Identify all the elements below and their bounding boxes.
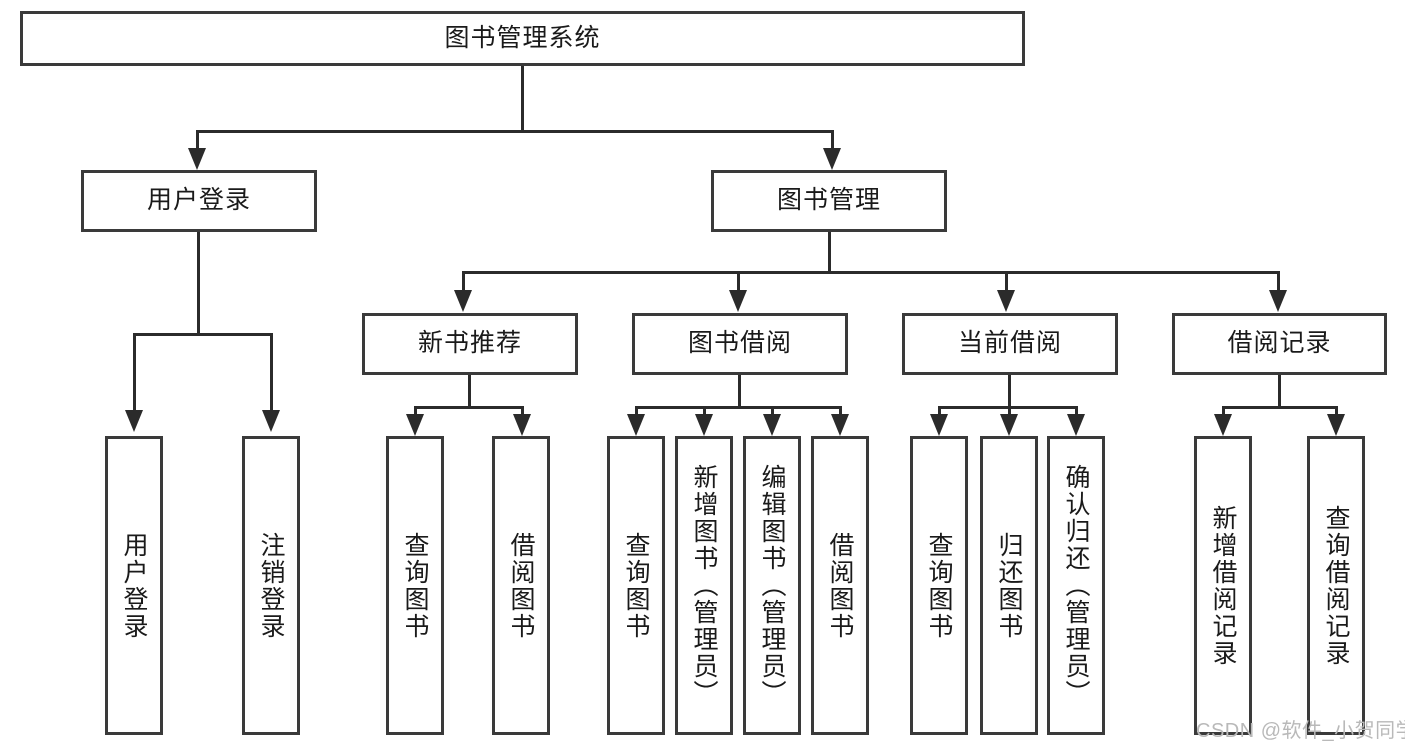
node-label: 注销登录 bbox=[257, 531, 285, 640]
arrow-to-current-borrow bbox=[997, 290, 1015, 312]
node-book-borrow[interactable]: 图书借阅 bbox=[632, 313, 848, 375]
connector-userlogin-stem bbox=[197, 232, 200, 333]
node-label: 当前借阅 bbox=[957, 329, 1062, 358]
connector-bookborrow-drop-4 bbox=[839, 406, 842, 418]
connector-root-drop-right bbox=[831, 130, 834, 152]
node-label: 查询图书 bbox=[622, 531, 650, 640]
connector-userlogin-drop-1 bbox=[133, 333, 136, 413]
arrow-currentborrow-leaf-1 bbox=[930, 414, 948, 436]
connector-bookmgmt-drop-2 bbox=[737, 271, 740, 293]
arrow-to-new-book-recommend bbox=[454, 290, 472, 312]
connector-bookmgmt-drop-1 bbox=[462, 271, 465, 293]
connector-bookborrow-drop-3 bbox=[771, 406, 774, 418]
node-root-library-system[interactable]: 图书管理系统 bbox=[20, 11, 1025, 66]
arrow-to-user-login-leaf bbox=[125, 410, 143, 432]
node-label: 确认归还（管理员） bbox=[1062, 464, 1090, 707]
node-label: 查询图书 bbox=[925, 531, 953, 640]
leaf-current-query-book[interactable]: 查询图书 bbox=[910, 436, 968, 735]
connector-userlogin-drop-2 bbox=[270, 333, 273, 413]
connector-root-stem bbox=[521, 66, 524, 132]
connector-borrowrecords-drop-1 bbox=[1222, 406, 1225, 418]
node-label: 新增图书（管理员） bbox=[690, 464, 718, 707]
connector-currentborrow-stem bbox=[1008, 375, 1011, 408]
connector-borrowrecords-drop-2 bbox=[1335, 406, 1338, 418]
connector-root-bus bbox=[196, 130, 834, 133]
connector-currentborrow-drop-3 bbox=[1075, 406, 1078, 418]
arrow-bookborrow-leaf-3 bbox=[763, 414, 781, 436]
connector-bookmgmt-drop-4 bbox=[1277, 271, 1280, 293]
leaf-current-return-book[interactable]: 归还图书 bbox=[980, 436, 1038, 735]
leaf-records-add-record[interactable]: 新增借阅记录 bbox=[1194, 436, 1252, 735]
connector-newbook-stem bbox=[468, 375, 471, 408]
connector-bookmgmt-bus bbox=[462, 271, 1280, 274]
connector-bookmgmt-stem bbox=[828, 232, 831, 273]
node-label: 借阅图书 bbox=[826, 531, 854, 640]
connector-newbook-drop-1 bbox=[414, 406, 417, 418]
node-label: 图书管理 bbox=[776, 186, 881, 215]
connector-currentborrow-drop-2 bbox=[1008, 406, 1011, 418]
node-new-book-recommend[interactable]: 新书推荐 bbox=[362, 313, 578, 375]
node-book-management[interactable]: 图书管理 bbox=[711, 170, 947, 232]
leaf-newbook-query-book[interactable]: 查询图书 bbox=[386, 436, 444, 735]
node-label: 编辑图书（管理员） bbox=[758, 464, 786, 707]
connector-root-drop-left bbox=[196, 130, 199, 152]
connector-bookmgmt-drop-3 bbox=[1005, 271, 1008, 293]
arrow-currentborrow-leaf-3 bbox=[1067, 414, 1085, 436]
node-borrow-records[interactable]: 借阅记录 bbox=[1172, 313, 1387, 375]
leaf-newbook-borrow-book[interactable]: 借阅图书 bbox=[492, 436, 550, 735]
arrow-currentborrow-leaf-2 bbox=[1000, 414, 1018, 436]
node-label: 查询图书 bbox=[401, 531, 429, 640]
connector-bookborrow-drop-2 bbox=[703, 406, 706, 418]
leaf-borrow-query-book[interactable]: 查询图书 bbox=[607, 436, 665, 735]
node-label: 图书借阅 bbox=[687, 329, 792, 358]
node-current-borrow[interactable]: 当前借阅 bbox=[902, 313, 1118, 375]
arrow-to-logout-leaf bbox=[262, 410, 280, 432]
arrow-to-book-management bbox=[823, 148, 841, 170]
connector-borrowrecords-stem bbox=[1278, 375, 1281, 408]
arrow-to-user-login bbox=[188, 148, 206, 170]
arrow-bookborrow-leaf-1 bbox=[627, 414, 645, 436]
connector-borrowrecords-bus bbox=[1222, 406, 1338, 409]
arrow-newbook-leaf-2 bbox=[513, 414, 531, 436]
arrow-borrowrecords-leaf-2 bbox=[1327, 414, 1345, 436]
connector-bookborrow-bus bbox=[635, 406, 841, 409]
node-label: 借阅记录 bbox=[1227, 329, 1332, 358]
leaf-borrow-edit-book-admin[interactable]: 编辑图书（管理员） bbox=[743, 436, 801, 735]
node-label: 用户登录 bbox=[146, 186, 251, 215]
arrow-bookborrow-leaf-4 bbox=[831, 414, 849, 436]
leaf-current-confirm-return-admin[interactable]: 确认归还（管理员） bbox=[1047, 436, 1105, 735]
arrow-borrowrecords-leaf-1 bbox=[1214, 414, 1232, 436]
arrow-newbook-leaf-1 bbox=[406, 414, 424, 436]
connector-bookborrow-drop-1 bbox=[635, 406, 638, 418]
leaf-user-login[interactable]: 用户登录 bbox=[105, 436, 163, 735]
node-label: 新书推荐 bbox=[417, 329, 522, 358]
node-label: 用户登录 bbox=[120, 531, 148, 640]
node-label: 查询借阅记录 bbox=[1322, 504, 1350, 667]
node-label: 归还图书 bbox=[995, 531, 1023, 640]
leaf-borrow-add-book-admin[interactable]: 新增图书（管理员） bbox=[675, 436, 733, 735]
leaf-borrow-borrow-book[interactable]: 借阅图书 bbox=[811, 436, 869, 735]
connector-bookborrow-stem bbox=[738, 375, 741, 408]
csdn-watermark: CSDN @软件_小贺同学 bbox=[1196, 720, 1405, 742]
connector-userlogin-bus bbox=[133, 333, 273, 336]
leaf-logout[interactable]: 注销登录 bbox=[242, 436, 300, 735]
arrow-to-book-borrow bbox=[729, 290, 747, 312]
node-label: 新增借阅记录 bbox=[1209, 504, 1237, 667]
node-label: 图书管理系统 bbox=[444, 23, 601, 52]
connector-newbook-bus bbox=[414, 406, 524, 409]
leaf-records-query-record[interactable]: 查询借阅记录 bbox=[1307, 436, 1365, 735]
node-label: 借阅图书 bbox=[507, 531, 535, 640]
connector-newbook-drop-2 bbox=[521, 406, 524, 418]
arrow-bookborrow-leaf-2 bbox=[695, 414, 713, 436]
node-user-login[interactable]: 用户登录 bbox=[81, 170, 317, 232]
connector-currentborrow-drop-1 bbox=[938, 406, 941, 418]
arrow-to-borrow-records bbox=[1269, 290, 1287, 312]
